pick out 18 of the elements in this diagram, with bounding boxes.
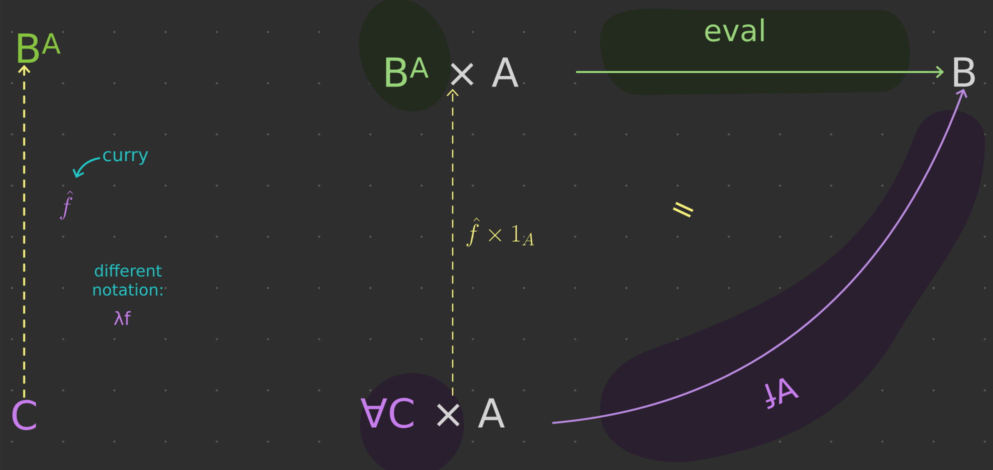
arrow xyxy=(446,88,459,396)
equality-sign: = xyxy=(672,202,694,218)
arrow xyxy=(552,88,968,424)
edge-label: $\hat{f}$ xyxy=(60,190,74,220)
edge-label: $\hat{f} \times 1_A$ xyxy=(466,218,534,247)
arrow xyxy=(576,66,944,78)
edge-label: ∀f xyxy=(764,378,800,410)
object-label: B$^{A}$ × A xyxy=(386,57,519,87)
object-label: B$^{A}$ xyxy=(18,33,61,63)
object-label: B xyxy=(954,57,975,87)
annotation-text: curry xyxy=(103,151,148,165)
edge-label: eval xyxy=(705,18,764,42)
arrow xyxy=(72,157,100,178)
arrow xyxy=(18,64,30,398)
note-text: λf xyxy=(114,311,131,325)
note-text: different notation: xyxy=(93,264,162,296)
object-label: ∀C × A xyxy=(360,398,505,428)
object-label: C xyxy=(12,400,36,430)
